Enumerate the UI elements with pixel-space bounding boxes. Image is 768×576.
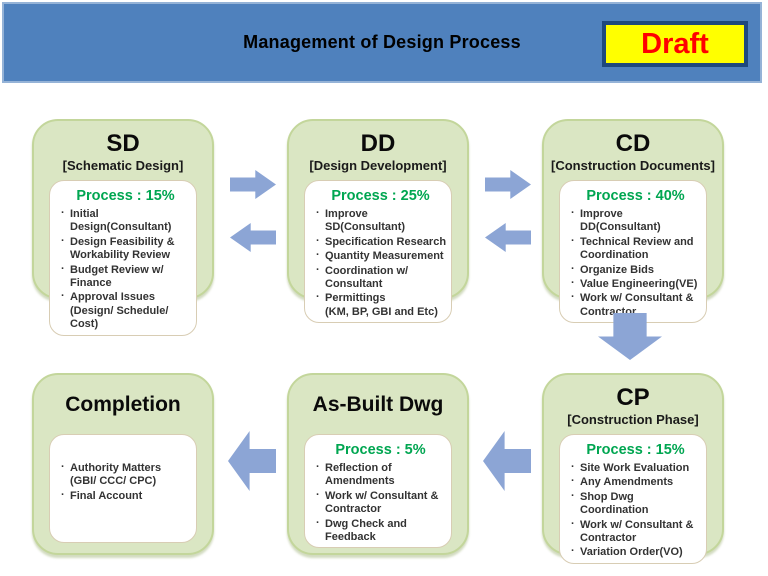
box-title: CD xyxy=(615,130,651,157)
bullet-item: Permittings (KM, BP, GBI and Etc) xyxy=(314,291,447,319)
arrow-left-dd-to-sd-icon xyxy=(230,223,276,252)
bullet-item: Value Engineering(VE) xyxy=(569,277,702,291)
box-subtitle: [Construction Documents] xyxy=(551,158,715,173)
bullet-list: Improve SD(Consultant)Specification Rese… xyxy=(314,207,447,319)
box-title: CP xyxy=(616,384,650,411)
box-detail-panel: Process : 15% Initial Design(Consultant)… xyxy=(49,180,197,336)
box-detail-panel: Process : 40% Improve DD(Consultant)Tech… xyxy=(559,180,707,324)
bullet-item: Approval Issues (Design/ Schedule/ Cost) xyxy=(59,290,192,331)
box-title: As-Built Dwg xyxy=(312,393,444,416)
box-subtitle: [Construction Phase] xyxy=(567,412,699,427)
bullet-list: Site Work EvaluationAny AmendmentsShop D… xyxy=(569,461,702,560)
arrow-right-sd-to-dd-icon xyxy=(230,170,276,199)
box-header: CD [Construction Documents] xyxy=(544,121,722,178)
bullet-list: Improve DD(Consultant)Technical Review a… xyxy=(569,207,702,319)
process-percent-label: Process : 15% xyxy=(76,188,175,204)
bullet-list: Authority Matters (GBI/ CCC/ CPC)Final A… xyxy=(59,461,192,503)
box-title: SD xyxy=(106,130,140,157)
bullet-item: Reflection of Amendments xyxy=(314,461,447,489)
bullet-item: Budget Review w/ Finance xyxy=(59,263,192,291)
bullet-item: Shop Dwg Coordination xyxy=(569,490,702,518)
box-title: DD xyxy=(360,130,396,157)
process-percent-label: Process : 25% xyxy=(331,188,430,204)
box-design-development: DD [Design Development] Process : 25% Im… xyxy=(287,119,469,324)
arrow-left-cp-to-asbuilt-icon xyxy=(483,431,531,491)
box-detail-panel: Authority Matters (GBI/ CCC/ CPC)Final A… xyxy=(49,434,197,543)
process-percent-label xyxy=(59,442,192,459)
bullet-item: Improve SD(Consultant) xyxy=(314,207,447,235)
bullet-item: Organize Bids xyxy=(569,263,702,277)
slide-title: Management of Design Process xyxy=(243,32,521,52)
box-header: CP [Construction Phase] xyxy=(544,375,722,432)
arrow-left-asbuilt-to-completion-icon xyxy=(228,431,276,491)
process-percent-label: Process : 40% xyxy=(586,188,685,204)
bullet-item: Work w/ Consultant & Contractor xyxy=(314,489,447,517)
box-header: As-Built Dwg xyxy=(289,375,467,432)
box-construction-phase: CP [Construction Phase] Process : 15% Si… xyxy=(542,373,724,564)
box-subtitle: [Design Development] xyxy=(309,158,447,173)
bullet-item: Design Feasibility & Workability Review xyxy=(59,235,192,263)
bullet-item: Authority Matters (GBI/ CCC/ CPC) xyxy=(59,461,192,489)
arrow-right-dd-to-cd-icon xyxy=(485,170,531,199)
box-schematic-design: SD [Schematic Design] Process : 15% Init… xyxy=(32,119,214,336)
box-header: Completion xyxy=(34,375,212,432)
bullet-item: Work w/ Consultant & Contractor xyxy=(569,518,702,546)
draft-badge: Draft xyxy=(602,21,748,67)
bullet-item: Initial Design(Consultant) xyxy=(59,207,192,235)
box-as-built-dwg: As-Built Dwg Process : 5% Reflection of … xyxy=(287,373,469,555)
bullet-item: Improve DD(Consultant) xyxy=(569,207,702,235)
bullet-list: Reflection of AmendmentsWork w/ Consulta… xyxy=(314,461,447,545)
bullet-list: Initial Design(Consultant)Design Feasibi… xyxy=(59,207,192,332)
bullet-item: Coordination w/ Consultant xyxy=(314,264,447,292)
box-header: SD [Schematic Design] xyxy=(34,121,212,178)
bullet-item: Variation Order(VO) xyxy=(569,545,702,559)
bullet-item: Dwg Check and Feedback xyxy=(314,517,447,545)
box-completion: Completion Authority Matters (GBI/ CCC/ … xyxy=(32,373,214,555)
draft-badge-label: Draft xyxy=(641,27,709,60)
box-detail-panel: Process : 25% Improve SD(Consultant)Spec… xyxy=(304,180,452,324)
bullet-item: Specification Research xyxy=(314,235,447,249)
process-percent-label: Process : 5% xyxy=(335,442,426,458)
bullet-item: Quantity Measurement xyxy=(314,249,447,263)
box-title: Completion xyxy=(65,393,181,416)
box-header: DD [Design Development] xyxy=(289,121,467,178)
box-construction-documents: CD [Construction Documents] Process : 40… xyxy=(542,119,724,324)
bullet-item: Final Account xyxy=(59,489,192,503)
bullet-item: Any Amendments xyxy=(569,475,702,489)
process-percent-label: Process : 15% xyxy=(586,442,685,458)
box-detail-panel: Process : 15% Site Work EvaluationAny Am… xyxy=(559,434,707,564)
box-detail-panel: Process : 5% Reflection of AmendmentsWor… xyxy=(304,434,452,549)
box-subtitle: [Schematic Design] xyxy=(62,158,184,173)
bullet-item: Site Work Evaluation xyxy=(569,461,702,475)
bullet-item: Technical Review and Coordination xyxy=(569,235,702,263)
arrow-left-cd-to-dd-icon xyxy=(485,223,531,252)
